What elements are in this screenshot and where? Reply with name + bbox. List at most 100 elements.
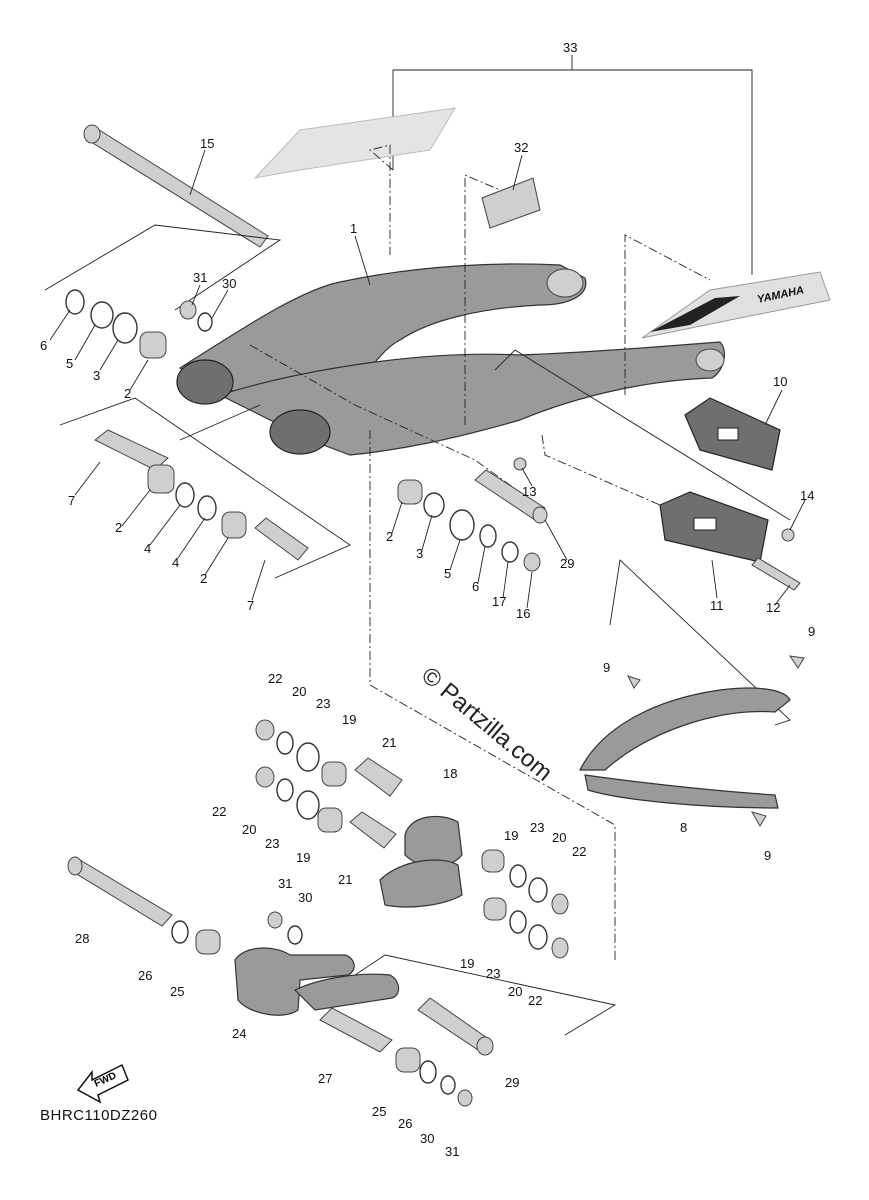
callout: 13 xyxy=(522,484,536,499)
callout: 26 xyxy=(138,968,152,983)
screw-9-bottom xyxy=(750,811,767,827)
callout: 20 xyxy=(292,684,306,699)
callout: 18 xyxy=(443,766,457,781)
callout: 14 xyxy=(800,488,814,503)
decal-left xyxy=(253,107,456,179)
callout: 10 xyxy=(773,374,787,389)
callout: 30 xyxy=(298,890,312,905)
callout: 29 xyxy=(505,1075,519,1090)
relay-arm-right-parts xyxy=(481,849,569,959)
chain-puller-10 xyxy=(684,397,781,471)
callout: 19 xyxy=(460,956,474,971)
callout: 21 xyxy=(382,735,396,750)
callout: 23 xyxy=(530,820,544,835)
decal-yamaha: YAMAHA xyxy=(641,271,831,339)
callout: 2 xyxy=(115,520,122,535)
diagram-code: BHRC110DZ260 xyxy=(40,1107,157,1124)
callout: 22 xyxy=(212,804,226,819)
callout: 31 xyxy=(445,1144,459,1159)
callout: 27 xyxy=(318,1071,332,1086)
callout: 9 xyxy=(603,660,610,675)
callout: 30 xyxy=(222,276,236,291)
guide-chain xyxy=(494,349,791,521)
callout: 7 xyxy=(247,598,254,613)
swingarm-1 xyxy=(176,263,726,456)
callout: 30 xyxy=(420,1131,434,1146)
left-pivot-parts xyxy=(65,289,213,359)
callout: 22 xyxy=(572,844,586,859)
left-bearing-parts xyxy=(94,429,309,561)
guide-left-top xyxy=(44,224,282,311)
callout: 19 xyxy=(342,712,356,727)
bolt-14 xyxy=(781,528,795,542)
callout: 23 xyxy=(316,696,330,711)
lower-link-parts xyxy=(67,856,494,1107)
callout: 9 xyxy=(764,848,771,863)
fwd-arrow: FWD xyxy=(76,1063,129,1104)
callout: 31 xyxy=(278,876,292,891)
dash-33-left xyxy=(369,144,394,255)
callout: 16 xyxy=(516,606,530,621)
callout: 5 xyxy=(66,356,73,371)
guide-lower-link xyxy=(354,954,617,1036)
callout: 1 xyxy=(350,221,357,236)
callout: 11 xyxy=(710,598,724,613)
guide-left-bottom xyxy=(59,397,351,579)
callout: 12 xyxy=(766,600,780,615)
callout: 3 xyxy=(416,546,423,561)
callout: 2 xyxy=(200,571,207,586)
callout-labels: 33 32 15 1 31 30 6 5 3 2 10 7 2 4 4 2 7 … xyxy=(40,40,815,1159)
dash-32 xyxy=(464,174,501,425)
callout: 19 xyxy=(504,828,518,843)
callout-leaders xyxy=(49,55,806,609)
right-pivot-parts xyxy=(397,469,548,572)
dash-link xyxy=(369,430,616,960)
nut-13 xyxy=(513,457,527,471)
callout: 4 xyxy=(144,541,151,556)
callout: 26 xyxy=(398,1116,412,1131)
callout: 33 xyxy=(563,40,577,55)
callout: 23 xyxy=(486,966,500,981)
callout: 2 xyxy=(124,386,131,401)
callout: 20 xyxy=(242,822,256,837)
callout: 28 xyxy=(75,931,89,946)
callout: 17 xyxy=(492,594,506,609)
screw-9-top-left xyxy=(627,675,641,689)
callout: 25 xyxy=(170,984,184,999)
callout: 25 xyxy=(372,1104,386,1119)
callout: 3 xyxy=(93,368,100,383)
callout: 19 xyxy=(296,850,310,865)
relay-arm-18 xyxy=(379,815,463,908)
callout: 7 xyxy=(68,493,75,508)
decal-32 xyxy=(481,177,541,229)
callout: 31 xyxy=(193,270,207,285)
callout: 20 xyxy=(552,830,566,845)
callout: 15 xyxy=(200,136,214,151)
guide-mid xyxy=(179,404,261,441)
screw-9-top-right xyxy=(788,655,805,669)
callout: 2 xyxy=(386,529,393,544)
callout: 23 xyxy=(265,836,279,851)
callout: 32 xyxy=(514,140,528,155)
watermark: © Partzilla.com xyxy=(416,662,557,787)
relay-arm-upper-parts xyxy=(255,719,403,849)
callout: 9 xyxy=(808,624,815,639)
callout: 24 xyxy=(232,1026,246,1041)
pivot-shaft-15 xyxy=(83,124,269,248)
callout: 20 xyxy=(508,984,522,999)
bracket-33 xyxy=(392,69,753,275)
chain-guide-8 xyxy=(579,687,791,809)
guide-chain-guide xyxy=(609,559,791,726)
callout: 8 xyxy=(680,820,687,835)
dash-33-right xyxy=(624,234,711,395)
connecting-rod-24 xyxy=(234,947,400,1016)
bolt-12 xyxy=(751,557,801,591)
callout: 5 xyxy=(444,566,451,581)
callout: 29 xyxy=(560,556,574,571)
callout: 4 xyxy=(172,555,179,570)
callout: 21 xyxy=(338,872,352,887)
callout: 6 xyxy=(472,579,479,594)
chain-puller-11 xyxy=(659,491,769,563)
callout: 6 xyxy=(40,338,47,353)
